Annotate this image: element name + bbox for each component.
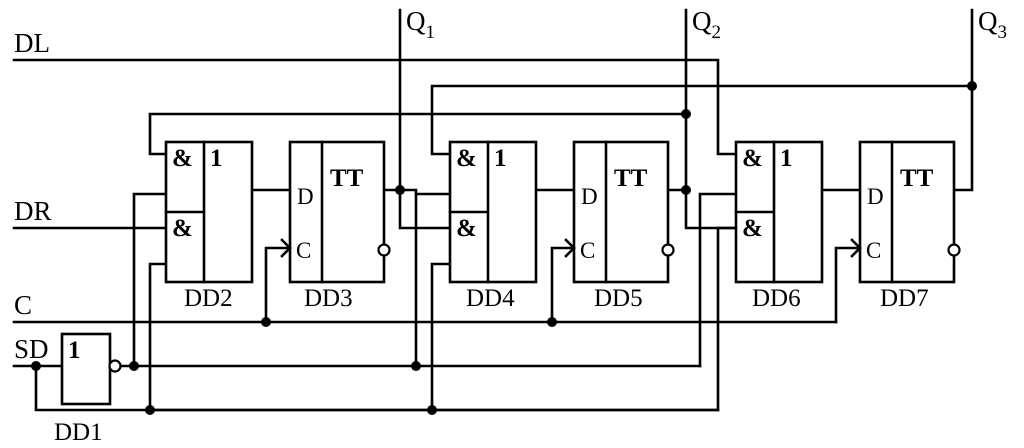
wire-enable-dd2 — [148, 262, 168, 412]
input-label-sd: SD — [14, 334, 49, 364]
wire-q1-back — [398, 188, 418, 196]
logic-and-top: & — [172, 145, 193, 172]
wire-clock-dd3 — [264, 246, 292, 324]
logic-block-dd2: & 1 & DD2 — [164, 140, 254, 312]
wire-enable-dd4 — [430, 262, 452, 412]
output-q2-main: Q — [692, 6, 712, 36]
logic-and-top: & — [742, 145, 763, 172]
logic-block-dd6: & 1 & DD6 — [734, 140, 824, 312]
inverter-dd1: 1 DD1 — [54, 332, 122, 446]
logic-block-divider — [448, 140, 490, 284]
wire-q2-dd2 — [148, 112, 688, 156]
flip-flop-body — [572, 140, 670, 284]
inverted-output-bubble — [947, 243, 961, 257]
input-label-dr: DR — [14, 196, 52, 226]
logic-block-label: DD6 — [752, 285, 801, 312]
wire-q3 — [952, 8, 974, 192]
clock-arrow — [280, 238, 292, 258]
wire-inv-dd2 — [132, 192, 168, 368]
output-label-q3: Q3 — [978, 6, 1007, 43]
logic-or: 1 — [780, 145, 793, 172]
flip-flop-body — [858, 140, 956, 284]
inverter-symbol: 1 — [68, 337, 81, 364]
output-q1-main: Q — [406, 6, 426, 36]
flip-flop-type: TT — [614, 165, 648, 192]
junction-dot — [411, 361, 421, 371]
junction-dot — [395, 185, 405, 195]
junction-dot — [145, 405, 155, 415]
logic-or: 1 — [494, 145, 507, 172]
junction-dot — [967, 81, 977, 91]
pin-c: C — [296, 238, 311, 263]
flip-flop-label: DD3 — [304, 285, 353, 312]
junction-dot — [681, 185, 691, 195]
output-q1-sub: 1 — [426, 22, 436, 43]
wire-clock-dd7 — [834, 246, 862, 324]
junctions — [31, 81, 977, 415]
pin-c: C — [866, 238, 881, 263]
flip-flop-type: TT — [330, 165, 364, 192]
junction-dot — [31, 361, 41, 371]
wire-clock-dd5 — [550, 246, 576, 324]
clock-arrow — [850, 238, 862, 258]
wire-q1-dd4 — [398, 188, 452, 230]
input-label-c: C — [14, 290, 32, 320]
flip-flop-type: TT — [900, 165, 934, 192]
inverter-body — [60, 332, 112, 406]
output-q2-sub: 2 — [712, 22, 722, 43]
pin-d: D — [297, 184, 314, 209]
flip-flop-dd5: D C TT DD5 — [564, 140, 675, 312]
junction-dot — [129, 361, 139, 371]
junction-dot — [427, 405, 437, 415]
inverted-output-bubble — [661, 243, 675, 257]
logic-and-bottom: & — [172, 215, 193, 242]
logic-block-divider — [164, 140, 206, 284]
inverter-label: DD1 — [54, 419, 103, 446]
wire-dl — [12, 58, 738, 156]
wire-q2-dd6 — [684, 188, 738, 230]
flip-flop-label: DD5 — [594, 285, 643, 312]
pin-d: D — [867, 184, 884, 209]
flip-flop-dd3: D C TT DD3 — [280, 140, 391, 312]
output-label-q1: Q1 — [406, 6, 435, 43]
wire-q2 — [666, 8, 688, 192]
flip-flop-dd7: D C TT DD7 — [850, 140, 961, 312]
pin-d: D — [581, 184, 598, 209]
junction-dot — [681, 109, 691, 119]
output-label-q2: Q2 — [692, 6, 721, 43]
wire-inv-dd6 — [698, 192, 738, 368]
flip-flop-body — [288, 140, 386, 284]
junction-dot — [547, 317, 557, 327]
wire-q3-dd4 — [430, 84, 974, 156]
output-q3-sub: 3 — [998, 22, 1008, 43]
logic-block-dd4: & 1 & DD4 — [448, 140, 538, 312]
input-label-dl: DL — [14, 28, 50, 58]
wire-q1 — [382, 8, 402, 192]
inverted-output-bubble — [377, 243, 391, 257]
logic-block-label: DD2 — [184, 285, 233, 312]
logic-and-bottom: & — [456, 215, 477, 242]
logic-and-top: & — [456, 145, 477, 172]
junction-dot — [261, 317, 271, 327]
clock-arrow — [564, 238, 576, 258]
logic-or: 1 — [210, 145, 223, 172]
inverter-bubble — [108, 359, 122, 373]
flip-flop-label: DD7 — [880, 285, 929, 312]
logic-block-divider — [734, 140, 776, 284]
output-q3-main: Q — [978, 6, 998, 36]
logic-and-bottom: & — [742, 215, 763, 242]
pin-c: C — [580, 238, 595, 263]
logic-block-label: DD4 — [466, 285, 515, 312]
